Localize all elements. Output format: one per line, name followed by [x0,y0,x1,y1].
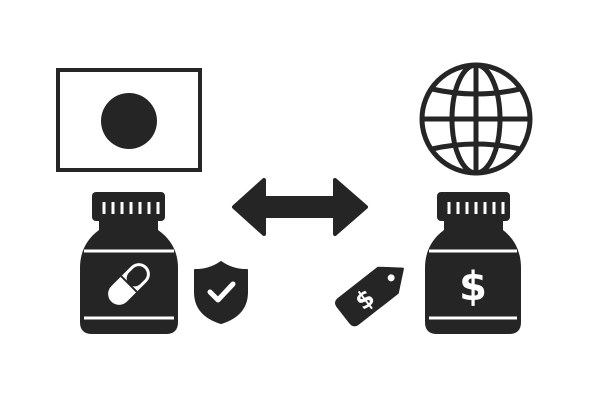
shield-check-icon [194,261,248,324]
dollar-sign-icon: $ [459,264,487,310]
dollar-price-tag-icon: $ [335,266,404,327]
capsule-icon [108,263,150,305]
double-arrow-icon [232,178,368,236]
japan-flag-icon [56,68,202,172]
dollar-medicine-bottle-icon: $ [425,192,521,334]
globe-icon [419,62,533,176]
pill-bottle-icon [80,192,178,334]
